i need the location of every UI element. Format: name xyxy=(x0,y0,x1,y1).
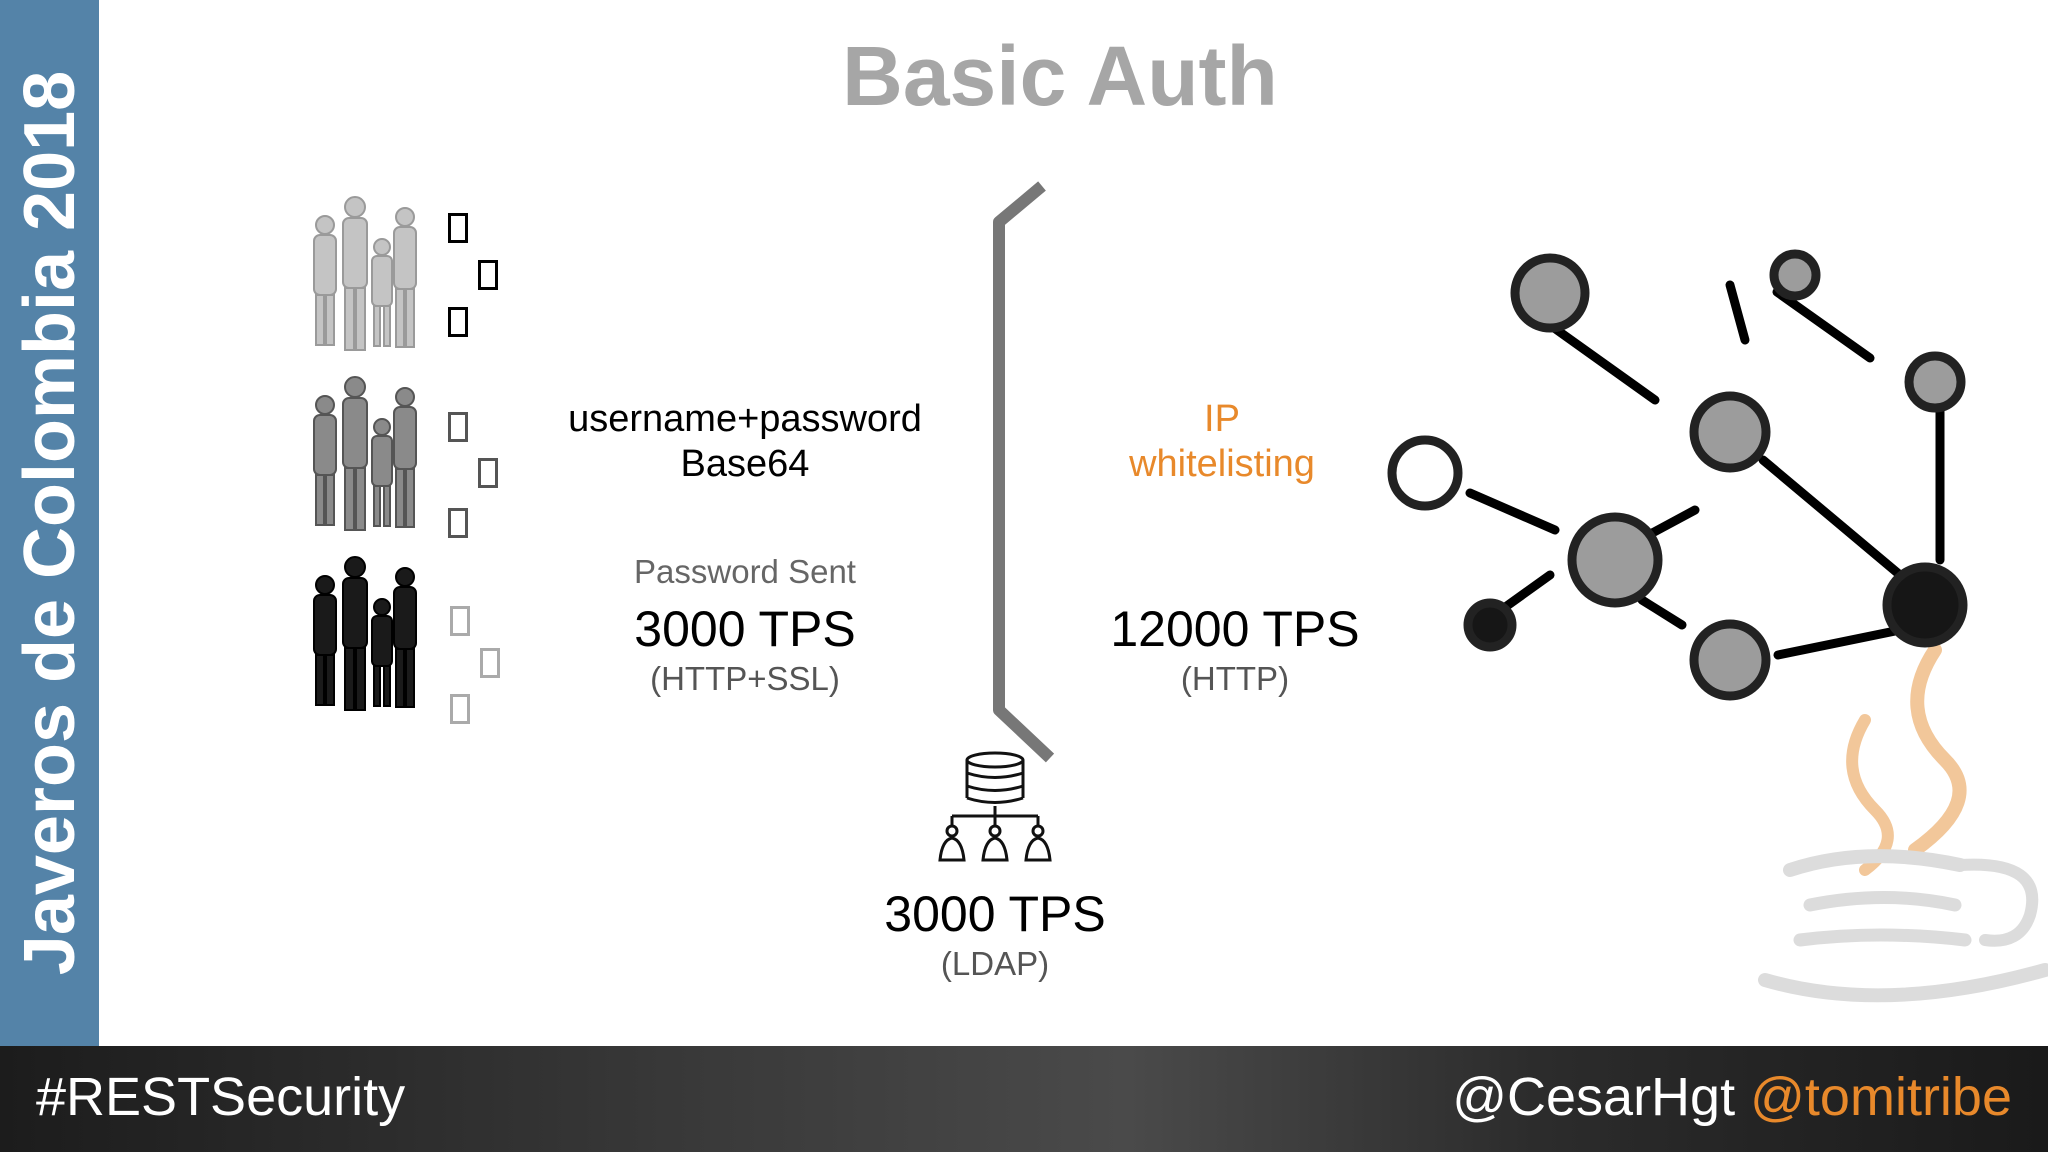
java-cup-icon xyxy=(1758,643,2048,1003)
network-nodes-icon xyxy=(1387,249,1968,701)
auth-method-line2: Base64 xyxy=(680,443,810,485)
handle-tomitribe: @tomitribe xyxy=(1750,1067,2012,1127)
data-packet-icon xyxy=(450,606,470,636)
server-tps-value: 12000 TPS xyxy=(1110,601,1360,657)
data-packet-icon xyxy=(448,307,468,337)
sidebar-banner: Javeros de Colombia 2018 xyxy=(0,0,99,1046)
people-group-icon xyxy=(313,376,417,531)
ldap-protocol: (LDAP) xyxy=(940,945,1050,982)
footer-bar: #RESTSecurity @CesarHgt @tomitribe xyxy=(0,1046,2048,1152)
people-group-icon xyxy=(313,556,417,711)
twitter-handles: @CesarHgt @tomitribe xyxy=(1452,1066,2012,1128)
server-protocol: (HTTP) xyxy=(1180,660,1290,697)
slide-title: Basic Auth xyxy=(842,29,1278,123)
handle-cesarhgt: @CesarHgt xyxy=(1452,1067,1736,1127)
packet-stream xyxy=(430,205,520,355)
auth-method-line1: username+password xyxy=(568,398,922,440)
packet-stream xyxy=(430,606,520,756)
data-packet-icon xyxy=(450,694,470,724)
client-protocol: (HTTP+SSL) xyxy=(650,660,840,697)
data-packet-icon xyxy=(480,648,500,678)
people-group-icon xyxy=(313,196,417,351)
client-tps-value: 3000 TPS xyxy=(634,601,856,657)
data-packet-icon xyxy=(448,213,468,243)
wall-icon xyxy=(993,181,1055,763)
hashtag: #RESTSecurity xyxy=(36,1067,406,1127)
conference-name: Javeros de Colombia 2018 xyxy=(10,70,90,976)
ldap-tps-value: 3000 TPS xyxy=(884,886,1106,942)
data-packet-icon xyxy=(478,458,498,488)
ldap-directory-icon xyxy=(938,751,1052,862)
data-packet-icon xyxy=(448,412,468,442)
ip-whitelisting-line2: whitelisting xyxy=(1129,443,1315,485)
data-packet-icon xyxy=(478,260,498,290)
ip-whitelisting-line1: IP xyxy=(1204,398,1240,440)
data-packet-icon xyxy=(448,508,468,538)
packet-stream xyxy=(430,408,520,558)
password-sent-label: Password Sent xyxy=(634,553,856,590)
